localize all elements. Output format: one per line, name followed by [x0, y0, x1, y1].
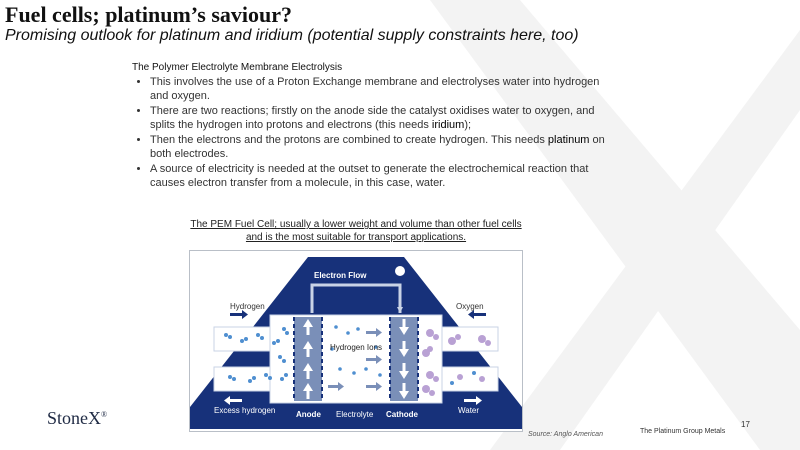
hydrogen-molecules-icon	[224, 325, 382, 383]
hydrogen-ion-arrows-icon	[328, 328, 382, 391]
footer-text: The Platinum Group Metals	[640, 428, 726, 435]
section-heading: The Polymer Electrolyte Membrane Electro…	[132, 62, 343, 73]
iridium-highlight: iridium	[431, 119, 465, 131]
bullet-item: A source of electricity is needed at the…	[150, 162, 610, 190]
slide-subtitle: Promising outlook for platinum and iridi…	[5, 27, 579, 44]
bullet-item: This involves the use of a Proton Exchan…	[150, 75, 610, 103]
label-electron-flow: Electron Flow	[314, 271, 367, 280]
label-hydrogen: Hydrogen	[230, 302, 265, 311]
source-note: Source: Anglo American	[528, 431, 603, 438]
slide-title: Fuel cells; platinum’s saviour?	[5, 2, 293, 27]
electron-flow-wire	[310, 283, 402, 313]
flow-arrows-icon	[230, 310, 486, 319]
label-oxygen: Oxygen	[456, 302, 484, 311]
bullet-item: Then the electrons and the protons are c…	[150, 133, 610, 161]
label-water: Water	[458, 406, 479, 415]
oxygen-molecules-icon	[422, 329, 491, 396]
bullet-list: This involves the use of a Proton Exchan…	[130, 75, 610, 191]
lightbulb-icon	[395, 266, 405, 276]
pem-fuel-cell-diagram: Electron Flow	[189, 250, 523, 432]
label-hydrogen-ions: Hydrogen Ions	[330, 343, 382, 352]
stonex-logo: StoneX®	[47, 408, 108, 428]
pem-fuel-cell-svg: Electron Flow	[190, 257, 522, 429]
platinum-highlight: platinum	[547, 134, 590, 146]
diagram-caption: The PEM Fuel Cell; usually a lower weigh…	[190, 219, 522, 243]
label-electrolyte: Electrolyte	[336, 410, 374, 419]
label-cathode: Cathode	[386, 410, 419, 419]
bullet-item: There are two reactions; firstly on the …	[150, 104, 610, 132]
page-number: 17	[741, 420, 750, 429]
label-excess-hydrogen: Excess hydrogen	[214, 406, 275, 415]
label-anode: Anode	[296, 410, 321, 419]
cathode-down-arrows-icon	[399, 319, 409, 399]
anode-up-arrows-icon	[303, 319, 313, 399]
electron-flow-arrow-icon	[397, 307, 403, 313]
